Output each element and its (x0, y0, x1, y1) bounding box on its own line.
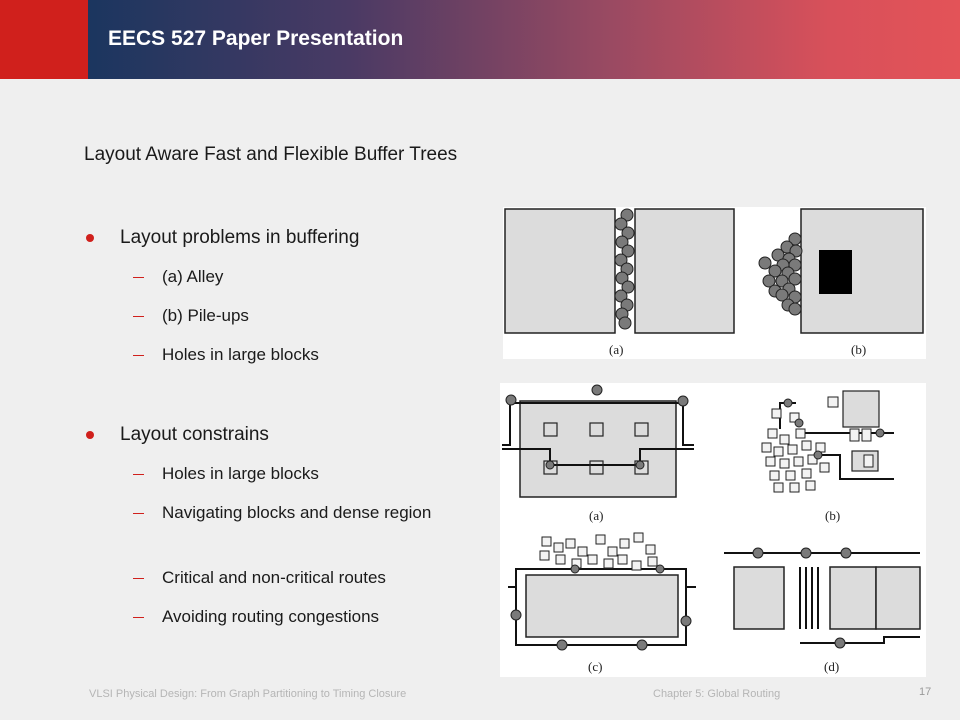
header-title: EECS 527 Paper Presentation (108, 27, 404, 50)
caption-a: (a) (609, 342, 623, 357)
bullet-layout-problems: Layout problems in buffering (120, 227, 360, 248)
sub-item-holes-1: Holes in large blocks (162, 345, 319, 364)
caption-c: (c) (588, 659, 602, 674)
dash-icon (133, 277, 144, 278)
sub-item-holes-2: Holes in large blocks (162, 464, 319, 483)
dash-icon (133, 578, 144, 579)
header-bar: EECS 527 Paper Presentation (0, 0, 960, 79)
bullet-dot-icon (86, 234, 94, 242)
dash-icon (133, 355, 144, 356)
header-accent-block (0, 0, 88, 79)
figure-alley-pileups: (a) (b) (503, 207, 926, 359)
figure-layout-constraints-svg: (a) (b) (502, 384, 921, 674)
caption-b: (b) (851, 342, 866, 357)
dash-icon (133, 513, 144, 514)
sub-item-pile-ups: (b) Pile-ups (162, 306, 249, 325)
sub-item-critical-routes: Critical and non-critical routes (162, 568, 386, 587)
sub-item-congestions: Avoiding routing congestions (162, 607, 380, 626)
footer-chapter: Chapter 5: Global Routing (653, 688, 781, 700)
slide-subtitle: Layout Aware Fast and Flexible Buffer Tr… (84, 144, 458, 165)
sub-item-navigating: Navigating blocks and dense region (162, 503, 432, 522)
sub-item-alley: (a) Alley (162, 267, 224, 286)
dash-icon (133, 617, 144, 618)
dash-icon (133, 474, 144, 475)
figure-alley-pileups-svg: (a) (b) (504, 208, 924, 357)
caption-b: (b) (825, 508, 840, 523)
header-gradient (88, 0, 960, 79)
bullet-layout-constrains: Layout constrains (120, 424, 269, 445)
page-number: 17 (919, 686, 932, 698)
dash-icon (133, 316, 144, 317)
footer-book-title: VLSI Physical Design: From Graph Partiti… (89, 688, 407, 700)
bullet-dot-icon (86, 431, 94, 439)
caption-d: (d) (824, 659, 839, 674)
caption-a: (a) (589, 508, 603, 523)
figure-layout-constraints: (a) (b) (500, 383, 926, 677)
